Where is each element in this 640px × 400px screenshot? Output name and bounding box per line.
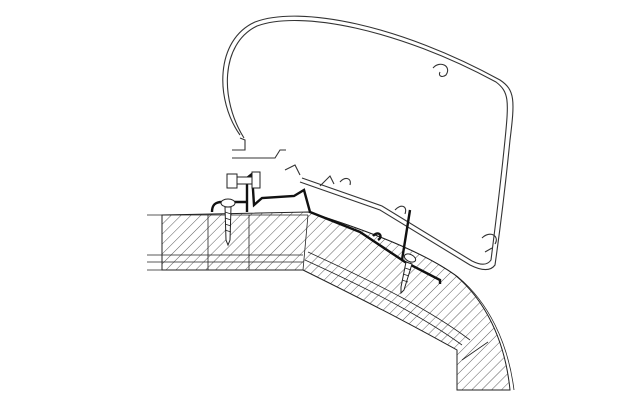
mounting-screw [220, 198, 417, 295]
roof-section [147, 211, 515, 391]
bolt [226, 171, 261, 189]
awning-cassette [222, 15, 514, 271]
